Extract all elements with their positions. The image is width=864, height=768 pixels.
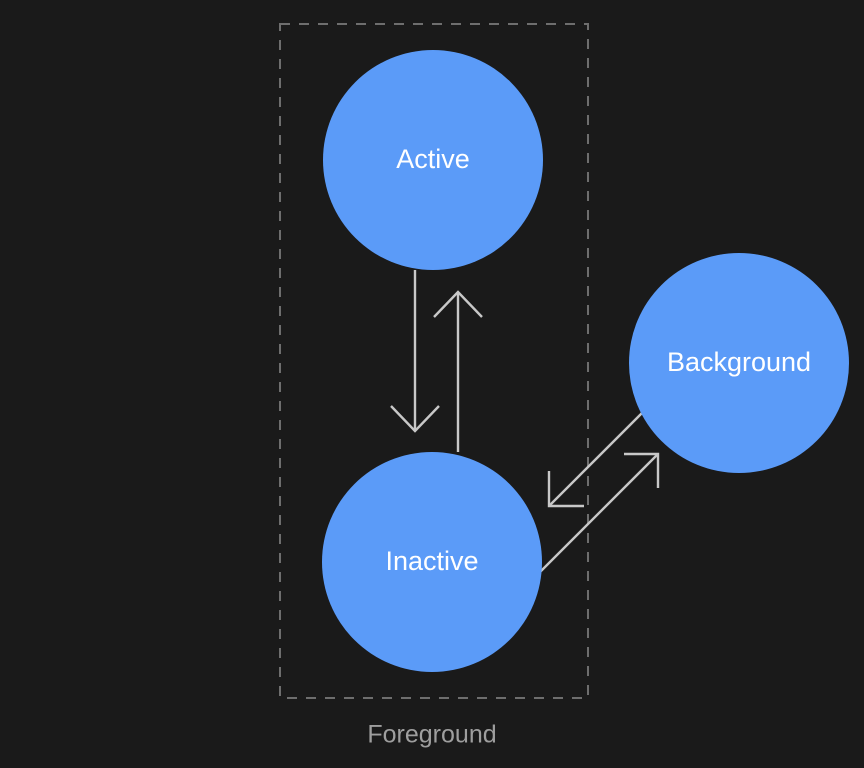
edge-active-to-inactive [390,270,440,433]
node-inactive-circle[interactable] [322,452,542,672]
node-active-circle[interactable] [323,50,543,270]
edge-inactive-to-background-arrowhead [624,452,660,488]
edge-background-to-inactive [547,412,643,508]
node-background-circle[interactable] [629,253,849,473]
node-active[interactable]: Active [323,50,543,270]
edge-inactive-to-active [433,290,483,452]
edge-inactive-to-active-arrowhead [433,290,483,318]
group-label-foreground: Foreground [367,721,496,749]
edge-inactive-to-background-line [538,454,658,574]
edge-active-to-inactive-arrowhead [390,405,440,433]
edge-background-to-inactive-line [549,412,643,506]
edge-inactive-to-background [538,452,660,574]
node-inactive[interactable]: Inactive [322,452,542,672]
edge-background-to-inactive-arrowhead [547,471,584,508]
group-boundary-foreground [279,23,589,699]
node-background[interactable]: Background [629,253,849,473]
